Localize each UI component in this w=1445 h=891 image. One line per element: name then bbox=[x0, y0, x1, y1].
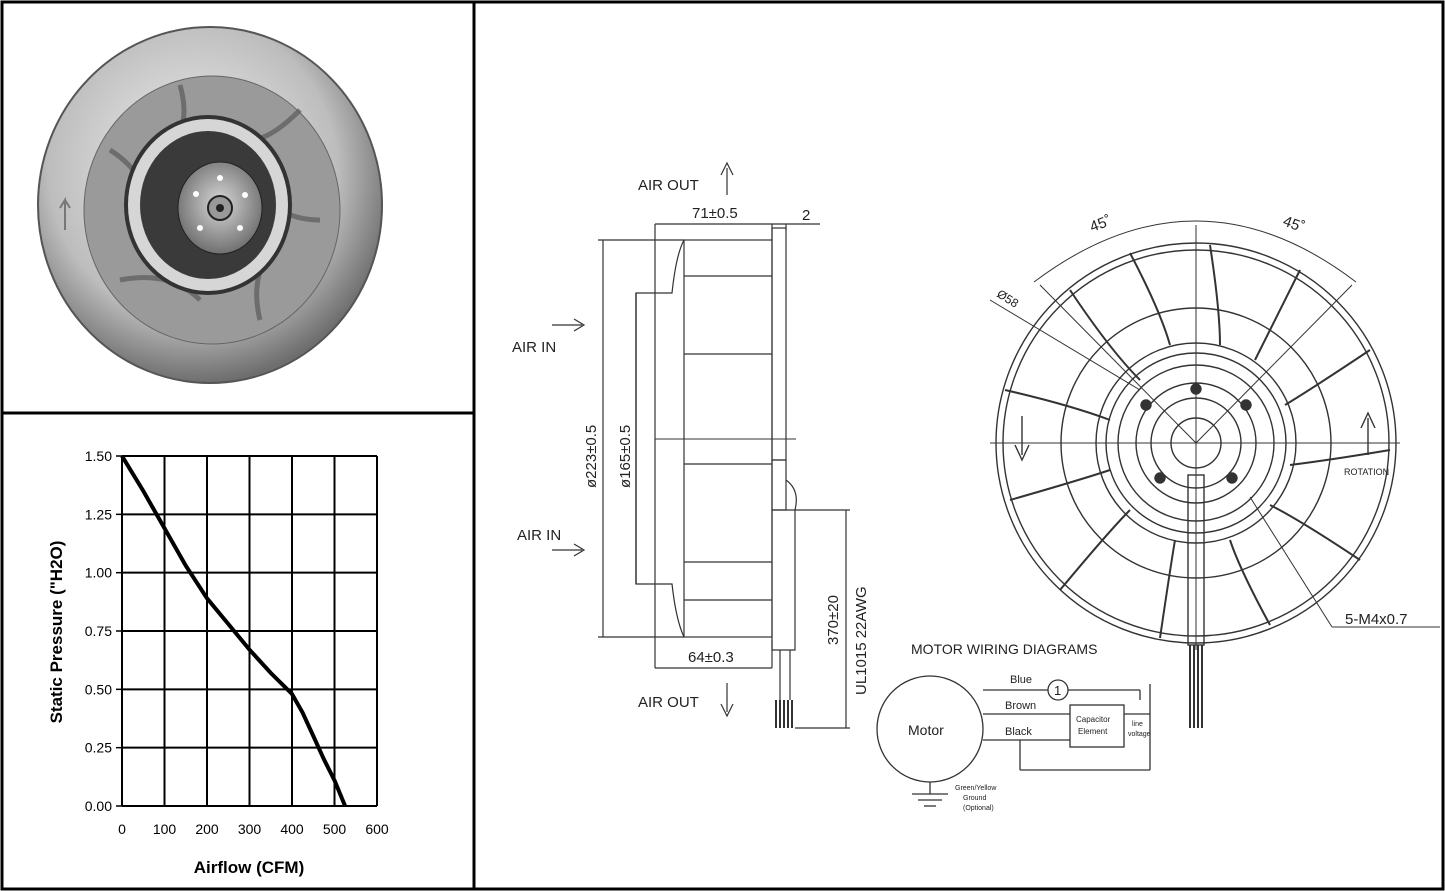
side-view-drawing bbox=[552, 161, 850, 729]
screw-spec-label: 5-M4x0.7 bbox=[1345, 611, 1408, 628]
y-tick-label: 1.50 bbox=[85, 448, 112, 464]
x-axis-ticks: 0 100 200 300 400 500 600 bbox=[118, 821, 389, 837]
angle-left-label: 45˚ bbox=[1088, 212, 1114, 235]
y-axis-ticks: 0.00 0.25 0.50 0.75 1.00 1.25 1.50 bbox=[85, 448, 112, 814]
capacitor-label-1: Capacitor bbox=[1076, 715, 1111, 724]
dim-width-label: 71±0.5 bbox=[692, 205, 738, 222]
x-tick-label: 0 bbox=[118, 821, 126, 837]
cable-spec-label: UL1015 22AWG bbox=[853, 586, 870, 695]
ground-label-3: (Optional) bbox=[963, 805, 994, 812]
motor-label: Motor bbox=[908, 722, 944, 738]
dia-58-label: Ø58 bbox=[994, 287, 1021, 311]
y-tick-label: 1.25 bbox=[85, 506, 112, 522]
wire-circle-number: 1 bbox=[1054, 683, 1061, 698]
y-axis-label: Static Pressure ("H2O) bbox=[47, 541, 66, 724]
wiring-labels: MOTOR WIRING DIAGRAMS Motor Blue Brown B… bbox=[908, 641, 1151, 812]
rotation-label: ROTATION bbox=[1344, 467, 1389, 477]
line-voltage-label-1: line bbox=[1132, 721, 1143, 728]
y-tick-label: 0.00 bbox=[85, 798, 112, 814]
x-tick-label: 200 bbox=[195, 821, 219, 837]
air-out-bottom-label: AIR OUT bbox=[638, 694, 699, 711]
y-tick-label: 0.75 bbox=[85, 623, 112, 639]
air-out-top-label: AIR OUT bbox=[638, 177, 699, 194]
pressure-airflow-chart: 0.00 0.25 0.50 0.75 1.00 1.25 1.50 0 100 200 300 4… bbox=[47, 448, 389, 877]
side-view-labels: AIR OUT AIR OUT AIR IN AIR IN 71±0.5 2 6… bbox=[512, 177, 870, 711]
y-tick-label: 0.25 bbox=[85, 740, 112, 756]
x-tick-label: 400 bbox=[280, 821, 304, 837]
x-axis-label: Airflow (CFM) bbox=[194, 858, 304, 877]
angle-right-label: 45˚ bbox=[1281, 213, 1307, 236]
wire-black-label: Black bbox=[1005, 726, 1032, 738]
y-tick-label: 0.50 bbox=[85, 681, 112, 697]
x-tick-label: 500 bbox=[323, 821, 347, 837]
y-tick-label: 1.00 bbox=[85, 565, 112, 581]
wiring-title: MOTOR WIRING DIAGRAMS bbox=[911, 641, 1097, 657]
front-view-drawing bbox=[989, 220, 1440, 728]
ground-label-2: Ground bbox=[963, 795, 986, 802]
dim-inner-label: ø165±0.5 bbox=[617, 425, 634, 488]
chart-grid bbox=[116, 455, 378, 807]
capacitor-label-2: Element bbox=[1078, 727, 1108, 736]
line-voltage-label-2: voltage bbox=[1128, 731, 1151, 738]
x-tick-label: 600 bbox=[365, 821, 389, 837]
dim-64-label: 64±0.3 bbox=[688, 649, 734, 666]
ground-label-1: Green/Yellow bbox=[955, 785, 997, 792]
air-in-lower-label: AIR IN bbox=[517, 527, 561, 544]
dim-2-label: 2 bbox=[802, 207, 810, 224]
wire-blue-label: Blue bbox=[1010, 674, 1032, 686]
wire-brown-label: Brown bbox=[1005, 700, 1036, 712]
air-in-upper-label: AIR IN bbox=[512, 339, 556, 356]
fan-photo bbox=[37, 26, 383, 384]
wiring-diagram bbox=[876, 675, 1151, 807]
dim-outer-label: ø223±0.5 bbox=[583, 425, 600, 488]
x-tick-label: 100 bbox=[153, 821, 177, 837]
dim-lead-label: 370±20 bbox=[825, 595, 842, 645]
pressure-curve bbox=[120, 454, 347, 807]
x-tick-label: 300 bbox=[238, 821, 262, 837]
